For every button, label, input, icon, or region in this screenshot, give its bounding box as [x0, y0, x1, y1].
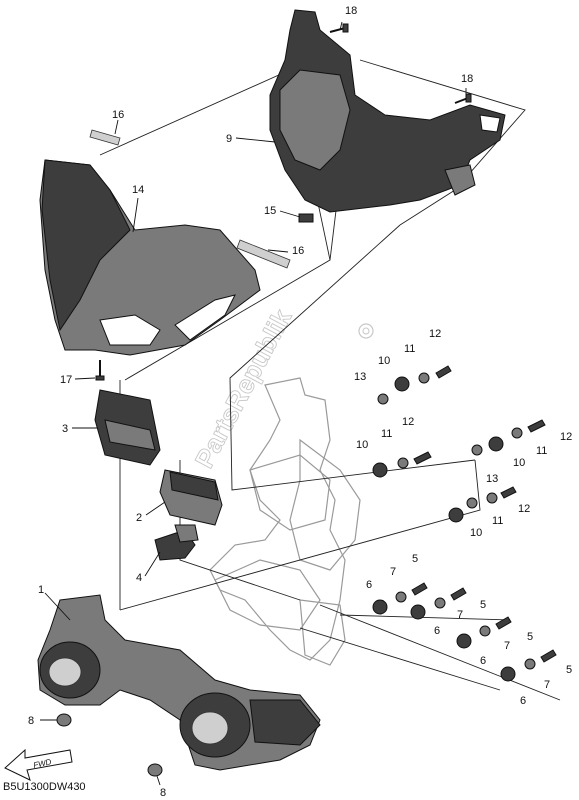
- callout-11-mid: 11: [381, 428, 392, 440]
- callout-11-upper: 11: [404, 343, 415, 355]
- lower-headlight-assembly-part-1: [37, 594, 321, 771]
- callout-12-right: 12: [560, 431, 572, 443]
- callout-17: 17: [60, 374, 72, 386]
- clip-part-15: [298, 213, 314, 223]
- fastener-group-5-6-7-c: [456, 616, 512, 649]
- callout-6-a: 6: [366, 579, 372, 591]
- callout-10-right: 10: [513, 457, 525, 469]
- callout-11-right: 11: [536, 445, 547, 457]
- callout-14: 14: [132, 184, 144, 196]
- headlight-unit-part-9: [269, 9, 506, 213]
- callout-16-upper: 16: [112, 109, 124, 121]
- callout-12-lower-right: 12: [518, 503, 530, 515]
- callout-6-b: 6: [434, 625, 440, 637]
- callout-5-a: 5: [412, 553, 418, 565]
- front-cowling-part-14: [39, 159, 261, 356]
- callout-12-mid: 12: [402, 416, 414, 428]
- callout-11-lower-right: 11: [492, 515, 503, 527]
- fastener-group-5-6-7-a: [372, 582, 428, 615]
- callout-9: 9: [226, 133, 232, 145]
- fastener-group-right: [471, 419, 546, 456]
- tape-part-16-lower: [236, 239, 291, 269]
- callout-6-c: 6: [480, 655, 486, 667]
- callout-8-left: 8: [28, 715, 34, 727]
- callout-2: 2: [136, 512, 142, 524]
- callout-4: 4: [136, 572, 142, 584]
- fwd-arrow-icon: FWD: [4, 748, 73, 781]
- grommet-part-8-bottom: [147, 763, 163, 777]
- callout-18-top: 18: [345, 5, 357, 17]
- callout-1: 1: [38, 584, 44, 596]
- callout-5-d: 5: [566, 664, 572, 676]
- callout-labels: 18 18 16 9 14 15 16 17 3 2 4 1 8 8 13 10…: [28, 5, 572, 799]
- callout-15: 15: [264, 205, 276, 217]
- tape-part-16-upper: [89, 129, 121, 146]
- watermark-gear-icon: [358, 323, 374, 339]
- relay-part-2: [159, 469, 223, 526]
- callout-7-d: 7: [544, 679, 550, 691]
- grommet-part-8-left: [56, 713, 72, 727]
- headlight-stay-bracket: [209, 377, 361, 666]
- fastener-group-mid: [372, 451, 432, 478]
- screw-part-18-top: [329, 23, 349, 33]
- callout-7-b: 7: [457, 609, 463, 621]
- diagram-code: B5U1300DW430: [3, 781, 86, 793]
- screw-part-17: [95, 360, 105, 381]
- leader-lines: [40, 21, 467, 786]
- callout-10-upper: 10: [378, 355, 390, 367]
- fwd-label: FWD: [33, 757, 53, 770]
- fastener-group-upper: [377, 365, 452, 405]
- callout-16-lower: 16: [292, 245, 304, 257]
- callout-12-upper: 12: [429, 328, 441, 340]
- callout-13-right: 13: [486, 473, 498, 485]
- callout-7-c: 7: [504, 640, 510, 652]
- callout-5-b: 5: [480, 599, 486, 611]
- screw-part-18-right: [454, 93, 472, 104]
- control-unit-part-3: [94, 389, 161, 466]
- callout-5-c: 5: [527, 631, 533, 643]
- callout-13-upper: 13: [354, 371, 366, 383]
- callout-10-lower-right: 10: [470, 527, 482, 539]
- callout-18-right: 18: [461, 73, 473, 85]
- callout-6-d: 6: [520, 695, 526, 707]
- fastener-group-lower-right: [448, 486, 517, 523]
- fastener-group-5-6-7-b: [410, 587, 467, 620]
- callout-3: 3: [62, 423, 68, 435]
- fastener-group-5-6-7-d: [500, 649, 557, 682]
- connector-part-4: [154, 524, 199, 561]
- callout-10-mid: 10: [356, 439, 368, 451]
- callout-7-a: 7: [390, 566, 396, 578]
- callout-8-bottom: 8: [160, 787, 166, 799]
